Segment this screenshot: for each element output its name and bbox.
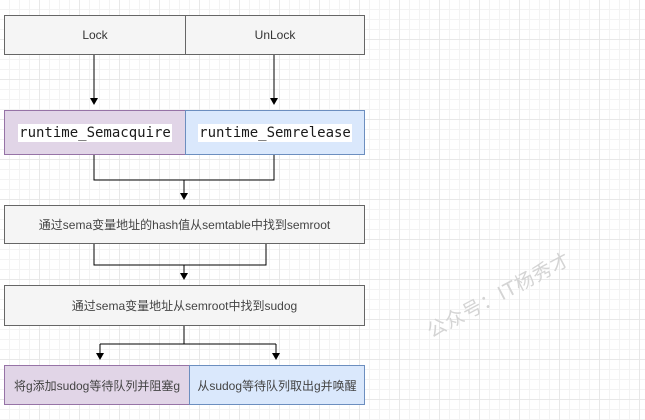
unlock-label: UnLock: [254, 28, 296, 42]
semroot-lookup-box: 通过sema变量地址从semroot中找到sudog: [4, 285, 365, 326]
enqueue-block-box: 将g添加sudog等待队列并阻塞g: [4, 365, 190, 405]
lock-label: Lock: [82, 28, 108, 42]
enqueue-block-label: 将g添加sudog等待队列并阻塞g: [13, 378, 181, 393]
semtable-lookup-box: 通过sema变量地址的hash值从semtable中找到semroot: [4, 205, 365, 244]
runtime-semrelease-box: runtime_Semrelease: [185, 110, 365, 155]
lock-box: Lock: [4, 15, 186, 55]
semroot-lookup-label: 通过sema变量地址从semroot中找到sudog: [71, 299, 298, 313]
split-connector-step2-to-bottom: [99, 326, 277, 359]
semtable-lookup-label: 通过sema变量地址的hash值从semtable中找到semroot: [38, 218, 331, 232]
runtime-semacquire-label: runtime_Semacquire: [18, 123, 172, 142]
unlock-box: UnLock: [185, 15, 365, 55]
dequeue-wake-label: 从sudog等待队列取出g并唤醒: [197, 378, 357, 393]
runtime-semrelease-label: runtime_Semrelease: [198, 123, 352, 142]
merge-connector-runtime-to-step1: [93, 155, 275, 199]
dequeue-wake-box: 从sudog等待队列取出g并唤醒: [189, 365, 365, 405]
merge-connector-step1-to-step2: [93, 244, 267, 279]
runtime-semacquire-box: runtime_Semacquire: [4, 110, 186, 155]
